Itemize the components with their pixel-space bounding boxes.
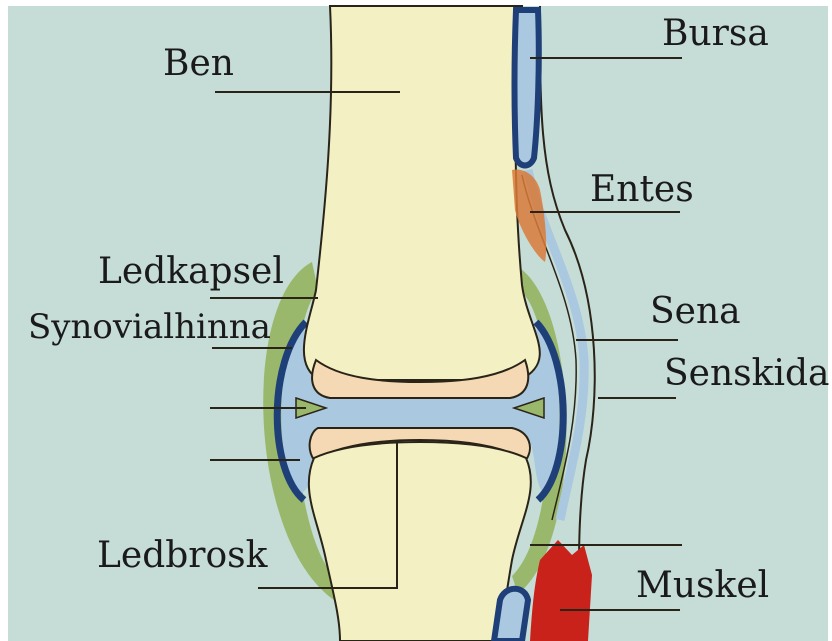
upper-bone — [304, 6, 540, 380]
label-ledbrosk: Ledbrosk — [97, 538, 267, 574]
label-ben: Ben — [163, 46, 234, 82]
bursa — [515, 10, 539, 166]
label-sena: Sena — [650, 294, 741, 330]
label-bursa: Bursa — [662, 16, 769, 52]
label-ledkapsel: Ledkapsel — [98, 254, 284, 290]
label-entes: Entes — [590, 172, 694, 208]
label-synovialhinna: Synovialhinna — [28, 310, 271, 344]
label-muskel: Muskel — [636, 568, 769, 604]
lower-bursa — [494, 589, 528, 641]
label-senskida: Senskida — [664, 356, 829, 392]
